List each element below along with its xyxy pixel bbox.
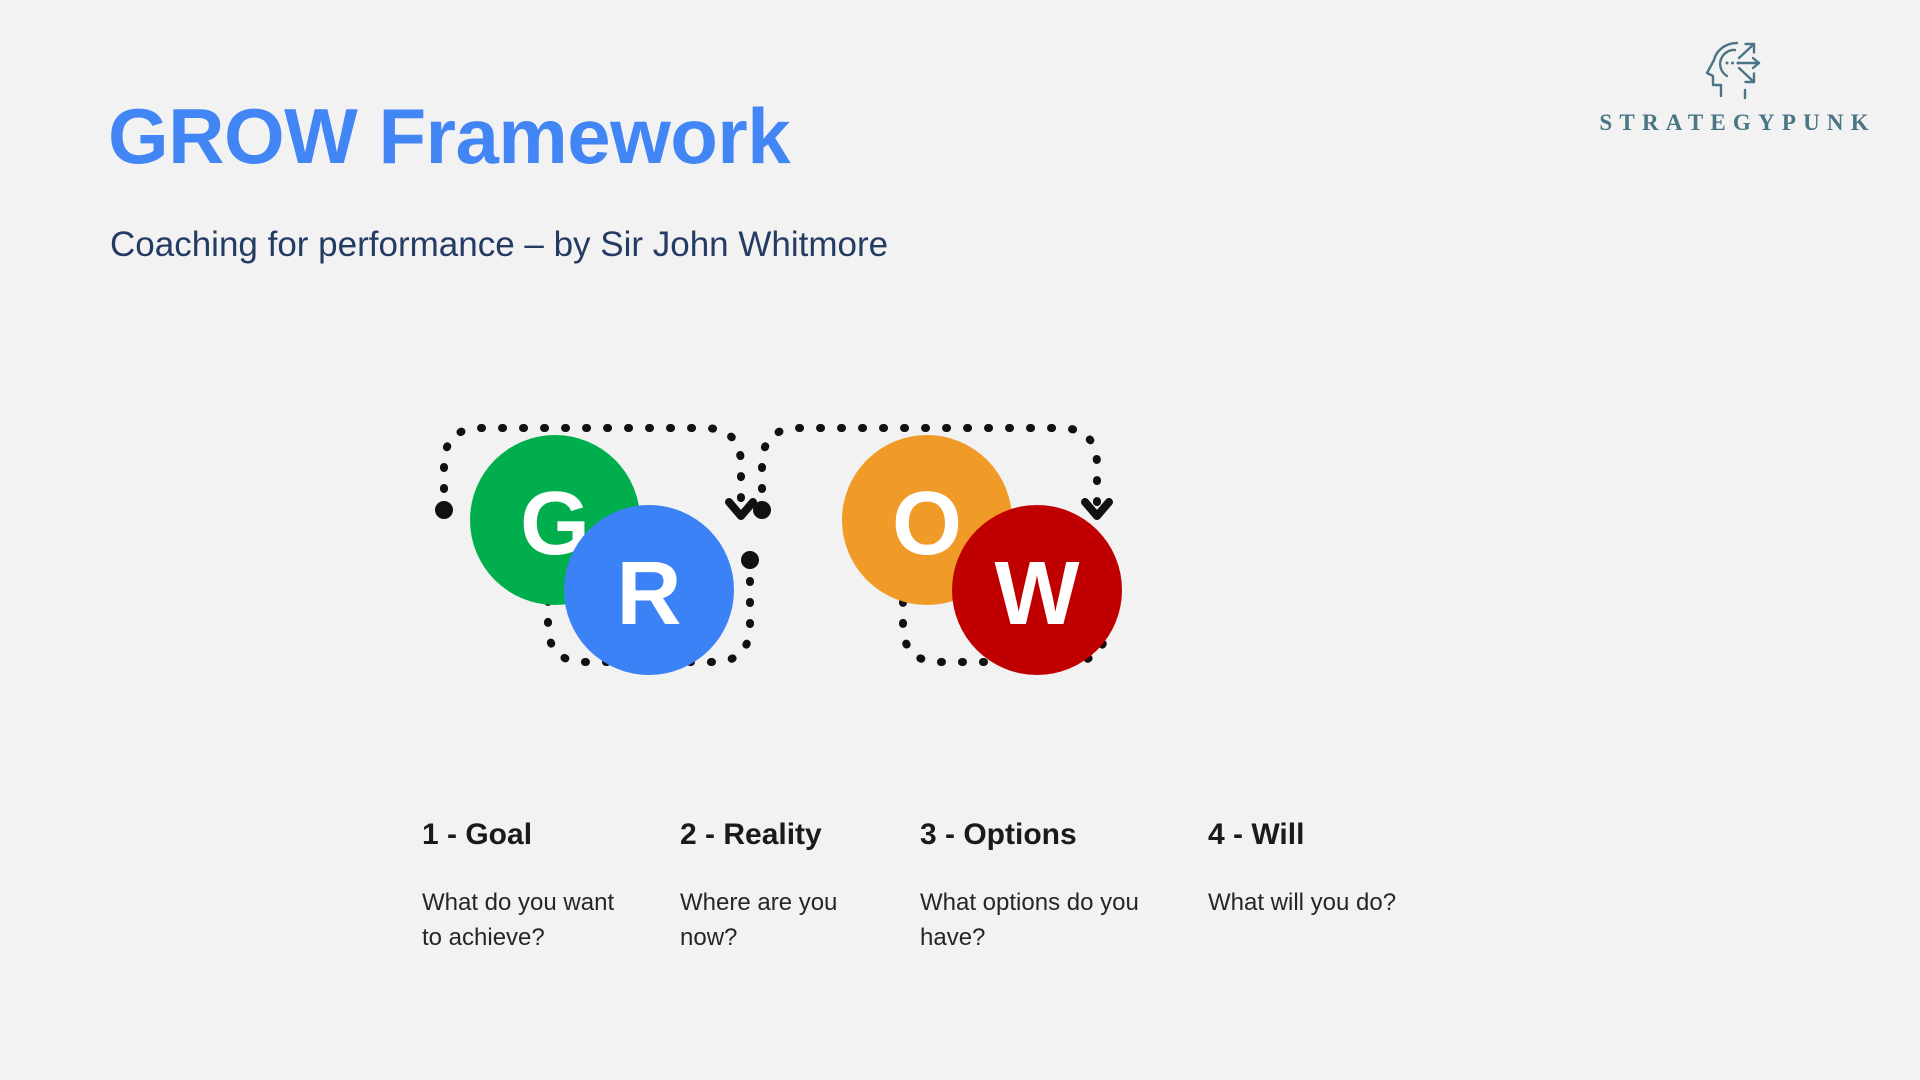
head-profile-arrows-icon bbox=[1705, 41, 1761, 100]
caption-row: 1 - Goal What do you want to achieve? 2 … bbox=[422, 818, 1522, 956]
brand-logo: STRATEGYPUNK bbox=[1599, 36, 1869, 136]
caption-heading: 4 - Will bbox=[1208, 818, 1305, 851]
caption-options: 3 - Options What options do you have? bbox=[920, 818, 1208, 956]
caption-body: What will you do? bbox=[1208, 889, 1397, 916]
flow-start-dot-1 bbox=[435, 501, 453, 519]
circle-w bbox=[952, 505, 1122, 675]
arrowhead-down-o bbox=[1081, 498, 1113, 520]
circle-letter-r: R bbox=[617, 544, 682, 644]
connector-o-top bbox=[758, 424, 1101, 514]
circle-letter-o: O bbox=[892, 474, 962, 574]
caption-body: Where are you now? bbox=[680, 889, 838, 951]
circle-letter-w: W bbox=[995, 544, 1080, 644]
connector-start-to-g bbox=[440, 424, 745, 514]
brand-wordmark: STRATEGYPUNK bbox=[1599, 110, 1876, 135]
caption-body: What options do you have? bbox=[920, 889, 1139, 951]
caption-will: 4 - Will What will you do? bbox=[1208, 818, 1438, 956]
flow-start-dot-2 bbox=[741, 551, 759, 569]
caption-heading: 2 - Reality bbox=[680, 818, 822, 851]
page-subtitle: Coaching for performance – by Sir John W… bbox=[110, 225, 889, 264]
caption-goal: 1 - Goal What do you want to achieve? bbox=[422, 818, 680, 956]
page-title: GROW Framework bbox=[108, 92, 791, 180]
arrowhead-down-g bbox=[725, 498, 757, 520]
grow-node-w[interactable]: W bbox=[952, 505, 1122, 675]
caption-heading: 3 - Options bbox=[920, 818, 1077, 851]
flow-start-dot-3 bbox=[753, 501, 771, 519]
caption-body: What do you want to achieve? bbox=[422, 889, 615, 951]
circle-r bbox=[564, 505, 734, 675]
grow-node-r[interactable]: R bbox=[564, 505, 734, 675]
caption-heading: 1 - Goal bbox=[422, 818, 533, 851]
grow-cycle-diagram: G R O W bbox=[400, 390, 1420, 780]
caption-reality: 2 - Reality Where are you now? bbox=[680, 818, 920, 956]
